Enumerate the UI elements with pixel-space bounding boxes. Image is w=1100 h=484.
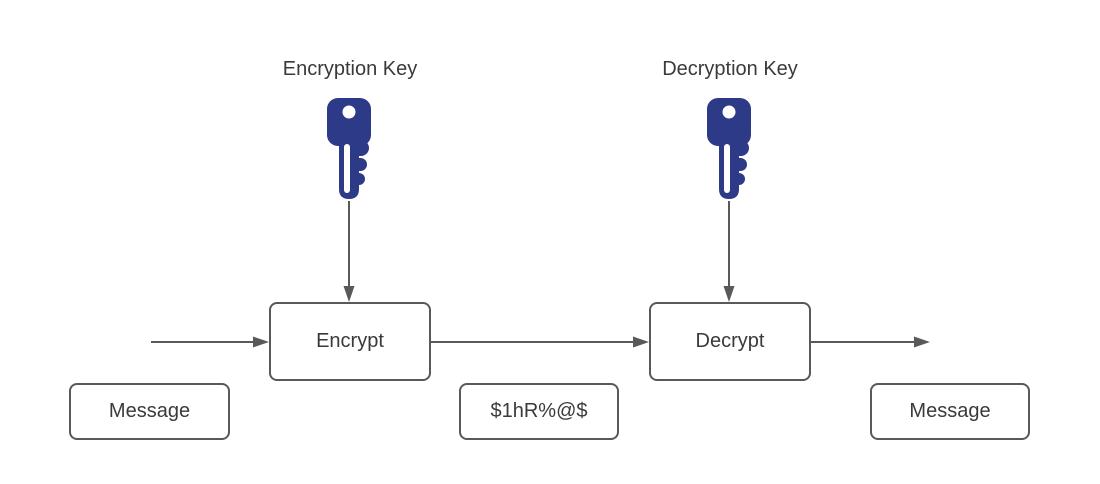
encryption-key-icon <box>327 98 371 199</box>
arrowhead-decrypt-to-output <box>914 336 930 348</box>
decryption-key-icon <box>707 98 751 199</box>
encrypt-process-label: Encrypt <box>316 330 384 352</box>
input-message-box: Message <box>69 383 230 440</box>
arrowhead-input-to-encrypt <box>253 336 269 348</box>
output-message-label: Message <box>909 400 991 422</box>
decrypt-process-box: Decrypt <box>649 302 811 381</box>
arrowhead-encryption-key <box>343 286 355 302</box>
encryption-key-label: Encryption Key <box>282 58 418 80</box>
encrypt-process-box: Encrypt <box>269 302 431 381</box>
input-message-label: Message <box>108 400 191 422</box>
output-message-box: Message <box>870 383 1030 440</box>
arrowhead-decryption-key <box>723 286 735 302</box>
arrowhead-encrypt-to-decrypt <box>633 336 649 348</box>
decrypt-process-label: Decrypt <box>695 330 765 352</box>
decryption-key-label: Decryption Key <box>662 58 798 80</box>
ciphertext-box: $1hR%@$ <box>459 383 619 440</box>
ciphertext-label: $1hR%@$ <box>490 400 588 422</box>
